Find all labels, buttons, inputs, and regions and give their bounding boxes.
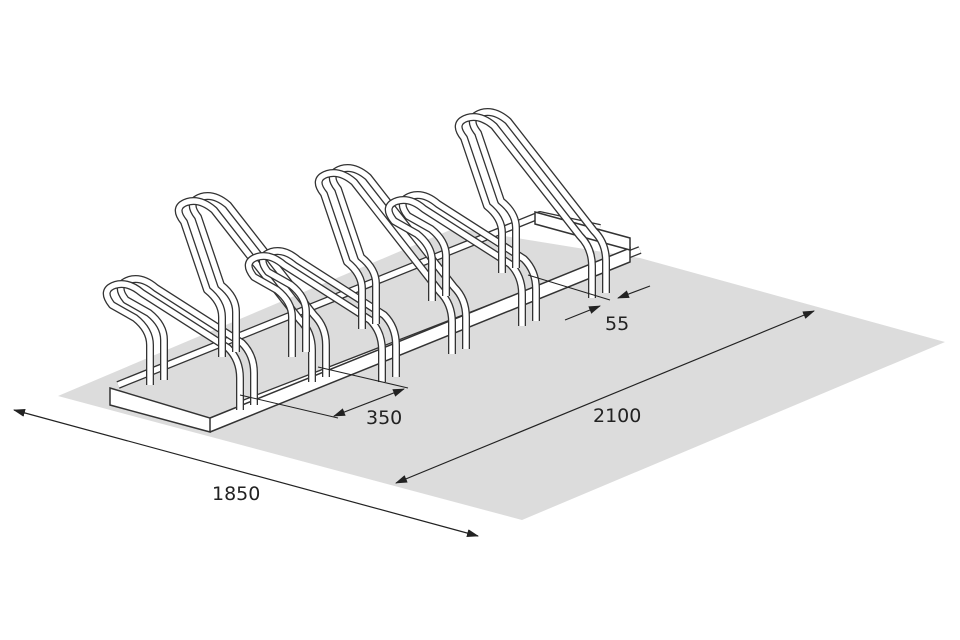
hoop-5-tube-2 xyxy=(398,191,540,321)
hoop-3-tube-1 xyxy=(244,252,386,382)
dimension-length-label: 2100 xyxy=(593,405,641,427)
hoop-3-tube-2 xyxy=(258,247,400,377)
dimension-spacing: 350 xyxy=(239,366,409,429)
dimension-length: 2100 xyxy=(395,310,815,484)
hoop-1-tube-1 xyxy=(102,280,244,410)
hoop-4-tube-2 xyxy=(328,164,470,349)
dimension-width-label: 1850 xyxy=(212,483,260,505)
hoop-6-tube-1 xyxy=(454,113,596,298)
hoop-4-tube-1 xyxy=(314,169,456,354)
dimension-spacing-label: 350 xyxy=(366,407,402,429)
hoop-5-tube-1 xyxy=(384,196,526,326)
dimension-offset-label: 55 xyxy=(605,313,629,335)
hoop-6-tube-2 xyxy=(468,108,610,293)
hoop-2-tube-2 xyxy=(188,192,330,377)
dimension-width: 1850 xyxy=(13,409,479,537)
hoop-1-tube-2 xyxy=(116,275,258,405)
end-plate xyxy=(534,211,631,251)
dimension-offset: 55 xyxy=(527,274,651,335)
